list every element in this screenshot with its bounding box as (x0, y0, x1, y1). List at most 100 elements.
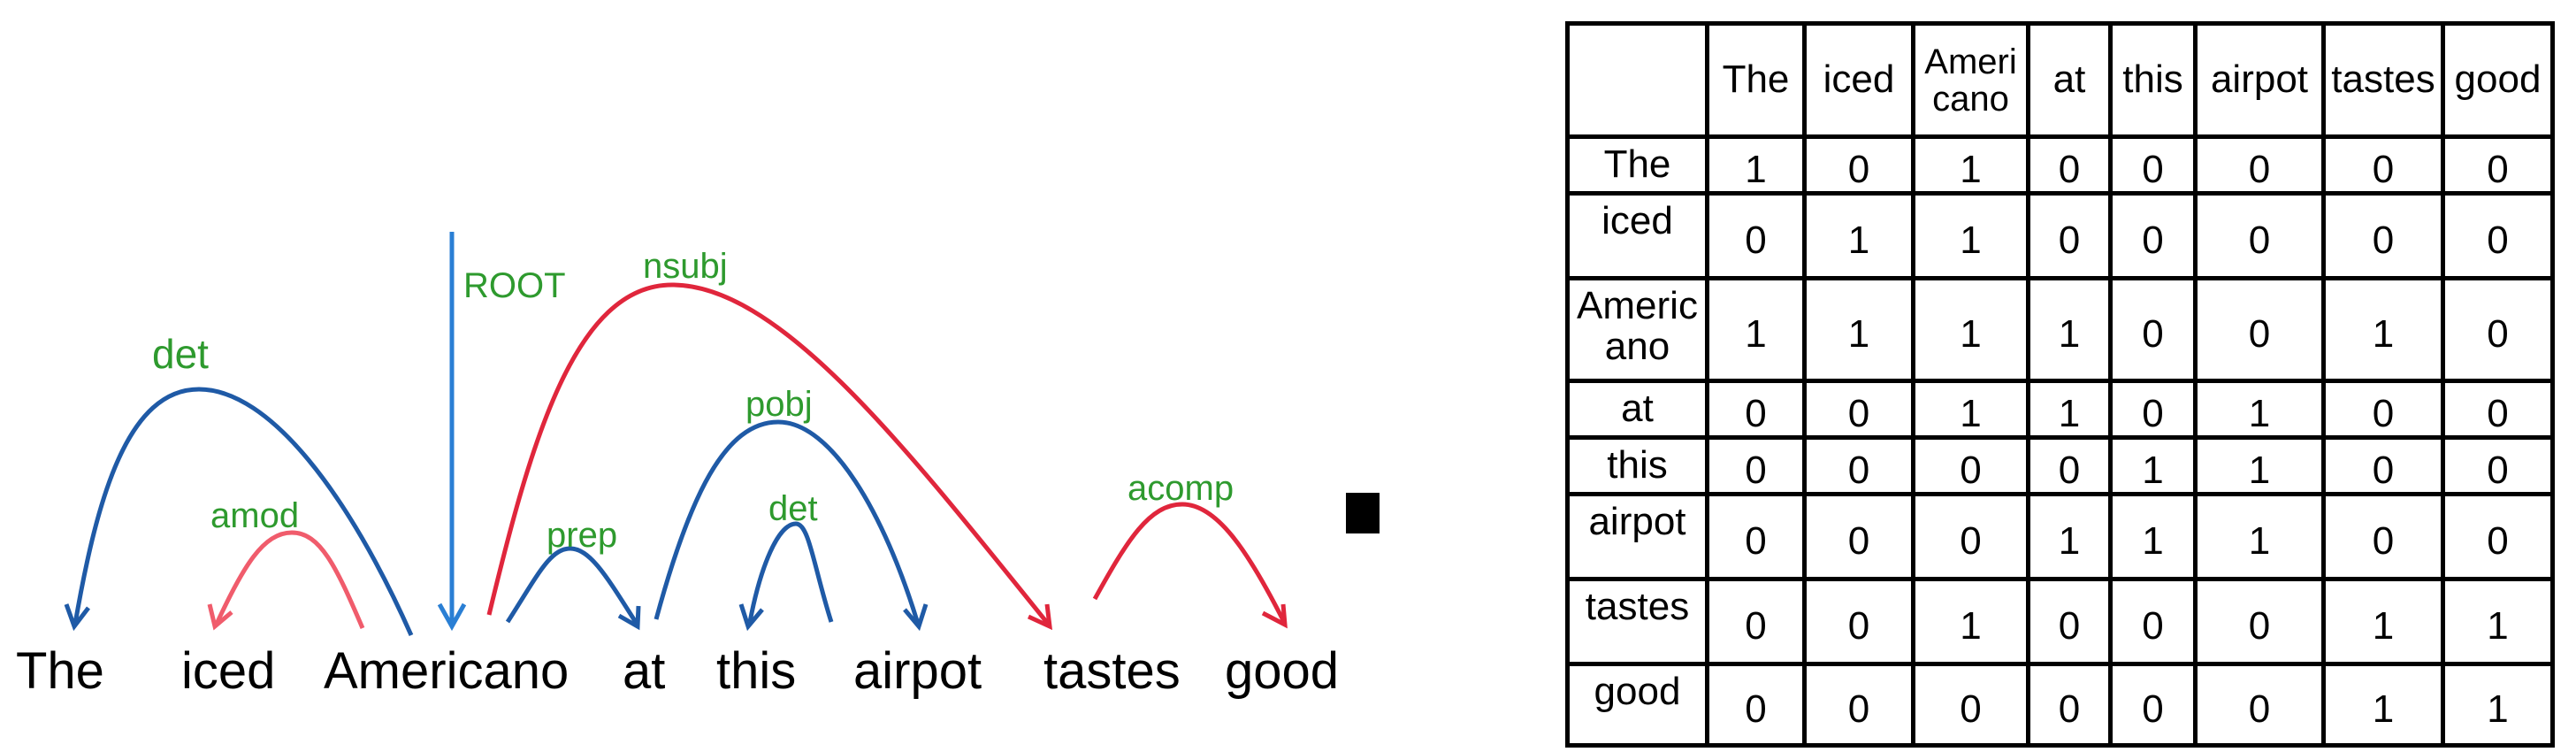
matrix-cell: 0 (2321, 435, 2445, 496)
col-header: at (2026, 21, 2113, 139)
matrix-cell: 0 (1911, 662, 2030, 748)
matrix-cell: 0 (2193, 134, 2326, 196)
matrix-cell: 0 (2321, 492, 2445, 581)
matrix-cell: 1 (1802, 191, 1915, 280)
matrix-cell: 0 (1802, 134, 1915, 196)
matrix-cell: 0 (2108, 662, 2198, 748)
arc-prep (505, 546, 641, 631)
matrix-row: at 0 0 1 1 0 1 0 0 (1565, 379, 2555, 440)
word-iced: iced (181, 642, 275, 700)
matrix-cell: 0 (2108, 276, 2198, 383)
row-header: The (1565, 134, 1709, 196)
matrix-cell: 1 (2321, 577, 2445, 666)
matrix-cell: 1 (2026, 492, 2113, 581)
col-header: The (1705, 21, 1807, 139)
matrix-cell: 0 (1802, 435, 1915, 496)
matrix-row: airpot 0 0 0 1 1 1 0 0 (1565, 492, 2555, 581)
col-header: this (2108, 21, 2198, 139)
adjacency-matrix: The iced Ameri cano at this airpot taste… (1565, 21, 2555, 748)
col-header: tastes (2321, 21, 2445, 139)
col-header: good (2441, 21, 2555, 139)
matrix-cell: 0 (2321, 191, 2445, 280)
matrix-cell: 0 (2193, 276, 2326, 383)
matrix-row: tastes 0 0 1 0 0 0 1 1 (1565, 577, 2555, 666)
matrix-row: good 0 0 0 0 0 0 1 1 (1565, 662, 2555, 748)
matrix-cell: 0 (1705, 191, 1807, 280)
arc-label-amod: amod (210, 496, 299, 535)
matrix-cell: 1 (2441, 577, 2555, 666)
matrix-cell: 1 (2193, 435, 2326, 496)
matrix-cell: 0 (2026, 577, 2113, 666)
word-tastes: tastes (1043, 642, 1181, 700)
matrix-cell: 0 (2026, 435, 2113, 496)
word-airpot: airpot (853, 642, 982, 700)
matrix-cell: 1 (2321, 276, 2445, 383)
matrix-cell: 1 (1911, 276, 2030, 383)
matrix-header-row: The iced Ameri cano at this airpot taste… (1565, 21, 2555, 139)
matrix-cell: 1 (2108, 492, 2198, 581)
col-header: Ameri cano (1911, 21, 2030, 139)
matrix-cell: 0 (1911, 435, 2030, 496)
matrix-cell: 0 (1705, 662, 1807, 748)
arc-label-acomp: acomp (1127, 469, 1234, 508)
root-arrow (437, 232, 467, 632)
matrix-cell: 1 (1705, 134, 1807, 196)
matrix-cell: 0 (2026, 191, 2113, 280)
matrix-cell: 1 (2193, 379, 2326, 440)
word-this: this (716, 642, 796, 700)
matrix-cell: 0 (1802, 492, 1915, 581)
word-at: at (623, 642, 665, 700)
matrix-cell: 0 (1705, 492, 1807, 581)
matrix-row: this 0 0 0 0 1 1 0 0 (1565, 435, 2555, 496)
root-label: ROOT (463, 266, 566, 305)
matrix-cell: 0 (2108, 134, 2198, 196)
word-americano: Americano (324, 642, 569, 700)
matrix-cell: 0 (1911, 492, 2030, 581)
matrix-row: iced 0 1 1 0 0 0 0 0 (1565, 191, 2555, 280)
matrix-row: Americ ano 1 1 1 1 0 0 1 0 (1565, 276, 2555, 383)
matrix-cell: 0 (2441, 492, 2555, 581)
row-header: iced (1565, 191, 1709, 280)
arc-label-prep: prep (547, 516, 617, 555)
matrix-cell: 1 (1911, 577, 2030, 666)
matrix-cell: 0 (2441, 191, 2555, 280)
matrix-cell: 1 (2441, 662, 2555, 748)
row-header: Americ ano (1565, 276, 1709, 383)
matrix-cell: 0 (2108, 379, 2198, 440)
matrix-cell: 0 (2026, 662, 2113, 748)
row-header: airpot (1565, 492, 1709, 581)
matrix-cell: 0 (2193, 577, 2326, 666)
matrix-row: The 1 0 1 0 0 0 0 0 (1565, 134, 2555, 196)
matrix-cell: 1 (1802, 276, 1915, 383)
arc-det-the (64, 387, 414, 637)
col-header: airpot (2193, 21, 2326, 139)
matrix-cell: 0 (1705, 379, 1807, 440)
matrix-cell: 0 (2441, 435, 2555, 496)
matrix-cell: 0 (2321, 379, 2445, 440)
matrix-cell: 0 (2193, 191, 2326, 280)
matrix-cell: 0 (1705, 435, 1807, 496)
arc-pobj (654, 419, 929, 632)
matrix-cell: 0 (1802, 577, 1915, 666)
matrix-cell: 1 (2026, 276, 2113, 383)
arc-det-this (738, 521, 834, 632)
matrix-cell: 0 (2441, 379, 2555, 440)
arc-label-det-the: det (152, 331, 209, 377)
matrix-cell: 1 (1911, 191, 2030, 280)
word-good: good (1225, 642, 1339, 700)
matrix-cell: 1 (2026, 379, 2113, 440)
matrix-corner-cell (1565, 21, 1709, 139)
matrix-cell: 0 (2193, 662, 2326, 748)
col-header: iced (1802, 21, 1915, 139)
matrix-cell: 0 (2441, 134, 2555, 196)
matrix-cell: 0 (2108, 191, 2198, 280)
row-header: this (1565, 435, 1709, 496)
arc-nsubj (486, 282, 1053, 631)
matrix-cell: 0 (1705, 577, 1807, 666)
arc-label-nsubj: nsubj (643, 247, 728, 286)
row-header: at (1565, 379, 1709, 440)
matrix-cell: 0 (1802, 662, 1915, 748)
arc-amod (207, 530, 365, 631)
matrix-cell: 1 (1911, 379, 2030, 440)
arc-label-det-this: det (768, 489, 818, 528)
